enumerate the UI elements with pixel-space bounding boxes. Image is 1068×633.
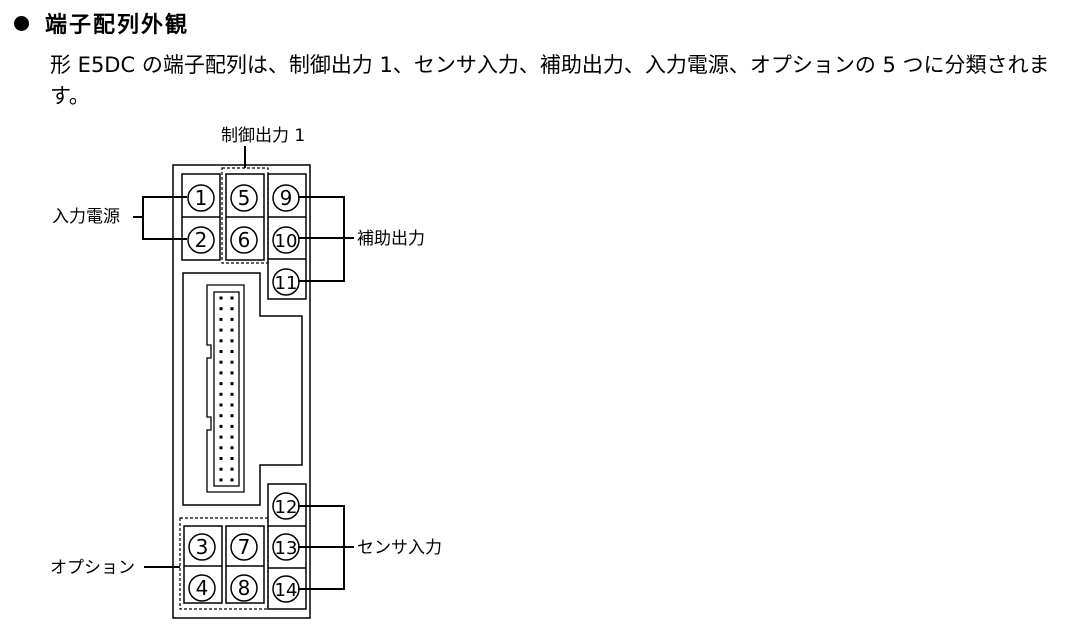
section-heading: 端子配列外観 (14, 8, 189, 38)
terminal-number: 8 (238, 576, 251, 600)
terminal-13: 13 (272, 533, 300, 561)
terminal-number: 5 (238, 186, 251, 210)
terminal-number: 9 (280, 186, 293, 210)
terminal-number: 13 (275, 538, 298, 559)
terminal-number: 4 (196, 576, 209, 600)
terminal-9: 9 (272, 184, 300, 212)
terminal-5: 5 (230, 184, 258, 212)
terminal-number: 6 (238, 228, 251, 252)
label-control-output: 制御出力 1 (221, 126, 305, 146)
terminal-number: 2 (195, 228, 208, 252)
terminal-number: 7 (238, 535, 251, 559)
terminal-number: 10 (275, 231, 298, 252)
terminal-number: 11 (275, 273, 298, 294)
pin-header (206, 284, 245, 493)
label-input-power: 入力電源 (52, 207, 120, 227)
housing-outline (172, 164, 311, 619)
pin-array (219, 296, 234, 482)
terminal-number: 12 (275, 497, 298, 518)
label-sensor-input: センサ入力 (357, 538, 442, 558)
heading-title: 端子配列外観 (45, 13, 190, 38)
input-power-bracket (142, 196, 187, 240)
terminal-4: 4 (188, 574, 216, 602)
terminal-number: 3 (196, 535, 209, 559)
option-group-border (179, 517, 269, 610)
terminal-8: 8 (230, 574, 258, 602)
description-paragraph: 形 E5DC の端子配列は、制御出力 1、センサ入力、補助出力、入力電源、オプシ… (50, 53, 1050, 108)
terminal-block-3-4 (183, 525, 223, 604)
terminal-2: 2 (187, 226, 215, 254)
terminal-number: 1 (195, 186, 208, 210)
terminal-block-7-8 (225, 525, 265, 604)
terminal-11: 11 (272, 268, 300, 296)
terminal-3: 3 (188, 533, 216, 561)
terminal-7: 7 (230, 533, 258, 561)
terminal-block-9-11 (267, 173, 307, 300)
terminal-number: 14 (275, 580, 298, 601)
terminal-6: 6 (230, 226, 258, 254)
bullet-icon (14, 15, 29, 31)
terminal-1: 1 (187, 184, 215, 212)
connector-frame (182, 272, 303, 506)
label-option: オプション (50, 558, 135, 578)
terminal-12: 12 (272, 492, 300, 520)
terminal-10: 10 (272, 226, 300, 254)
terminal-14: 14 (272, 575, 300, 603)
label-aux-output: 補助出力 (357, 229, 425, 249)
